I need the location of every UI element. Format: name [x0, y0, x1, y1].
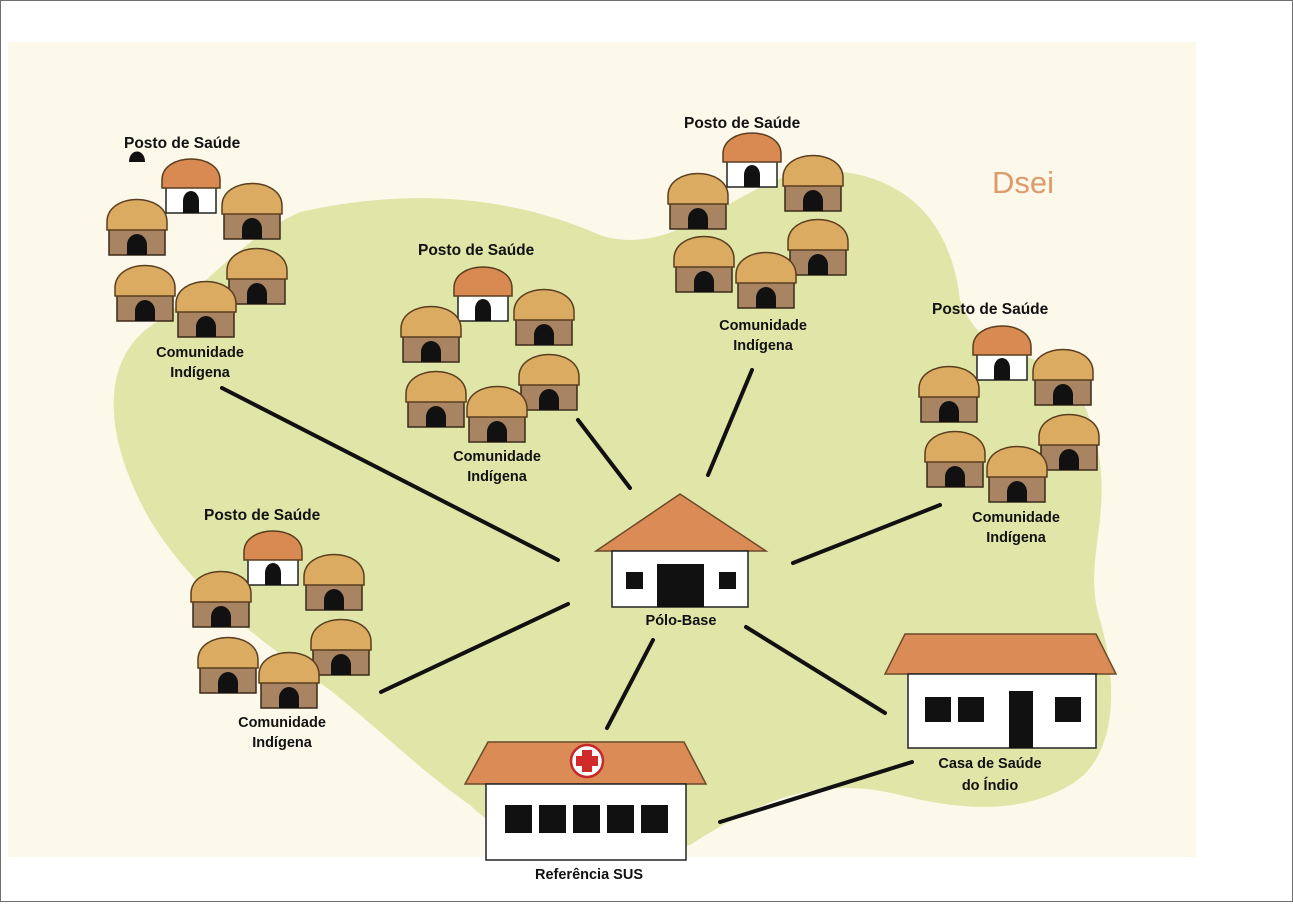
hut-icon — [513, 288, 575, 346]
hut-icon — [466, 385, 528, 443]
referencia-sus-building: Referência SUS — [463, 741, 708, 883]
hut-icon — [518, 353, 580, 411]
hut-icon — [400, 305, 462, 363]
community-5-post-label: Posto de Saúde — [204, 507, 321, 524]
health-post-icon — [453, 266, 513, 322]
hut-icon — [106, 198, 168, 256]
hut-icon — [405, 370, 467, 428]
referencia-label: Referência SUS — [535, 867, 643, 883]
community-1-label-line2: Indígena — [170, 365, 231, 381]
community-2-label-line1: Comunidade — [453, 449, 541, 465]
hut-icon — [986, 445, 1048, 503]
polo-base-building: Pólo-Base — [593, 493, 769, 629]
line-community-5 — [379, 602, 570, 694]
community-1-label-line1: Comunidade — [156, 345, 244, 361]
hut-icon — [303, 553, 365, 611]
community-3-label-line2: Indígena — [733, 338, 794, 354]
window-icon — [925, 697, 951, 722]
line-community-3 — [706, 368, 754, 477]
window-icon — [505, 805, 532, 833]
hut-icon — [787, 218, 849, 276]
hut-icon — [924, 430, 986, 488]
community-2: Posto de Saúde Comunidade Indígena — [400, 242, 580, 485]
health-post-icon — [243, 530, 303, 586]
casa-saude-label-line2: do Índio — [962, 777, 1019, 794]
line-community-4 — [791, 503, 942, 565]
health-post-icon — [722, 132, 782, 188]
community-3-post-label: Posto de Saúde — [684, 115, 801, 132]
community-5-label-line2: Indígena — [252, 735, 313, 751]
hut-icon — [1032, 348, 1094, 406]
diagram-title: Dsei — [992, 165, 1054, 200]
line-referencia — [605, 638, 655, 730]
hut-fragment — [129, 151, 145, 162]
window-icon — [626, 572, 643, 589]
community-5: Posto de Saúde Comunidade Indígena — [190, 507, 372, 751]
hut-icon — [175, 280, 237, 338]
community-4-post-label: Posto de Saúde — [932, 301, 1049, 318]
door-icon — [657, 564, 704, 607]
casa-saude-roof — [883, 633, 1118, 675]
community-2-post-label: Posto de Saúde — [418, 242, 535, 259]
community-1-post-label: Posto de Saúde — [124, 135, 241, 152]
connection-lines — [220, 368, 942, 824]
line-casa-referencia — [718, 760, 914, 824]
window-icon — [607, 805, 634, 833]
line-community-1 — [220, 386, 560, 562]
community-1: Posto de Saúde Comunidade Indígena — [106, 135, 288, 381]
hut-icon — [221, 182, 283, 240]
polo-base-label: Pólo-Base — [646, 613, 717, 629]
community-4-label-line1: Comunidade — [972, 510, 1060, 526]
window-icon — [1055, 697, 1081, 722]
community-2-label-line2: Indígena — [467, 469, 528, 485]
hut-icon — [673, 235, 735, 293]
window-icon — [958, 697, 984, 722]
dsei-region — [113, 170, 1112, 853]
health-post-icon — [161, 158, 221, 214]
red-cross-icon — [569, 743, 605, 779]
casa-saude-building: Casa de Saúde do Índio — [883, 633, 1118, 794]
casa-saude-label-line1: Casa de Saúde — [938, 756, 1041, 772]
window-icon — [573, 805, 600, 833]
hut-icon — [190, 570, 252, 628]
hut-icon — [667, 172, 729, 230]
line-casa-saude — [744, 625, 887, 715]
hut-icon — [1038, 413, 1100, 471]
community-3: Posto de Saúde Comunidade Indígena — [667, 115, 849, 354]
hut-icon — [735, 251, 797, 309]
door-icon — [1009, 691, 1033, 748]
hut-icon — [310, 618, 372, 676]
hut-icon — [782, 154, 844, 212]
window-icon — [719, 572, 736, 589]
community-4: Posto de Saúde Comunidade Indígena — [918, 301, 1100, 546]
community-4-label-line2: Indígena — [986, 530, 1047, 546]
window-icon — [641, 805, 668, 833]
window-icon — [539, 805, 566, 833]
hut-icon — [197, 636, 259, 694]
community-5-label-line1: Comunidade — [238, 715, 326, 731]
hut-icon — [114, 264, 176, 322]
line-community-2 — [576, 418, 632, 490]
community-3-label-line1: Comunidade — [719, 318, 807, 334]
hut-icon — [918, 365, 980, 423]
hut-icon — [258, 651, 320, 709]
health-post-icon — [972, 325, 1032, 381]
hut-icon — [226, 247, 288, 305]
